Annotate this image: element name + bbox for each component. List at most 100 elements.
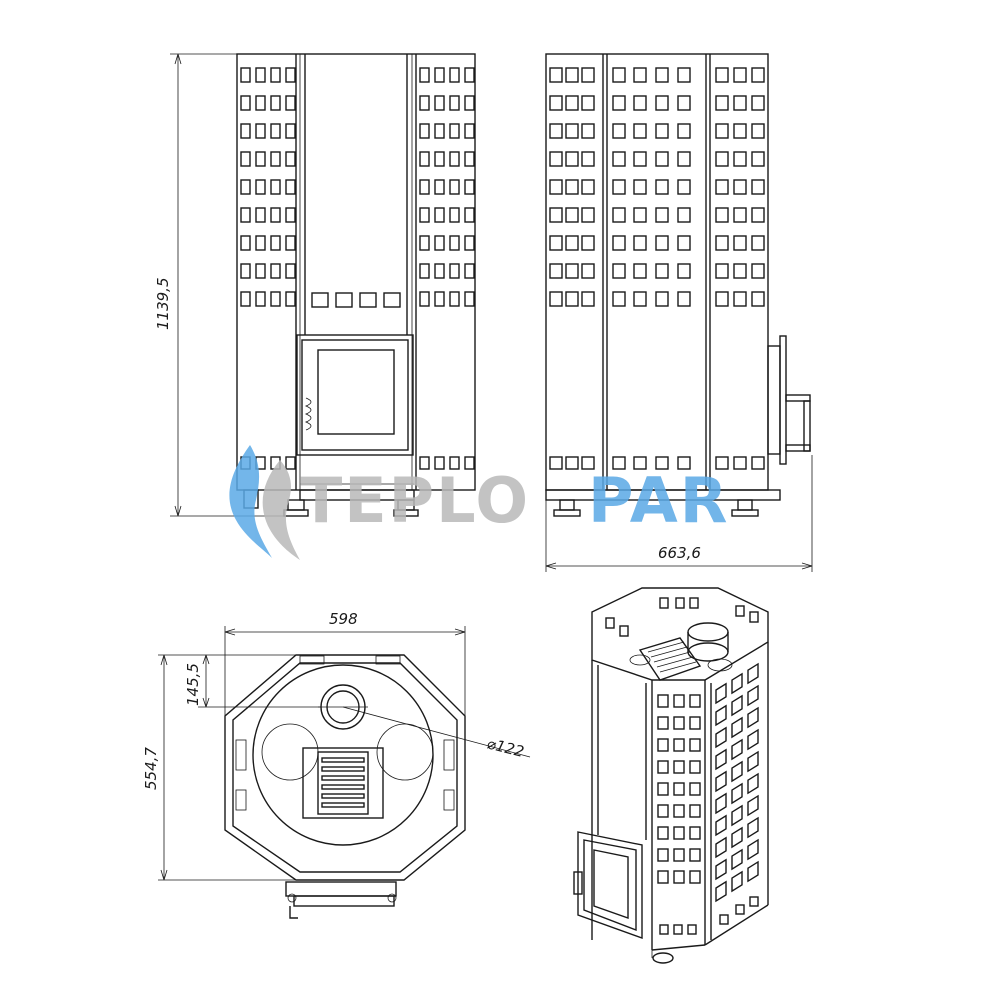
vent-hole [747,662,759,685]
vent-hole [565,207,579,223]
vent-hole [677,456,691,470]
vent-hole [677,291,691,307]
vent-hole [715,123,729,139]
vent-hole [240,151,251,167]
grate-slat [321,766,365,772]
top-view-bolts [235,655,455,811]
vent-hole [751,67,765,83]
vent-hole [657,870,669,884]
vent-hole [255,235,266,251]
vent-hole [715,704,727,727]
vent-hole [285,263,296,279]
vent-hole [751,263,765,279]
watermark-text-par: PAR [588,464,729,537]
plan-depth-dimension: 554,7 [142,654,296,881]
flue-diameter-label: ⌀122 [485,734,526,761]
vent-hole [735,605,745,617]
flame-logo [229,445,300,560]
vent-hole [633,123,647,139]
vent-hole [731,848,743,871]
vent-hole [715,748,727,771]
vent-hole [657,804,669,818]
vent-hole [240,123,251,139]
vent-hole [731,716,743,739]
vent-hole [464,291,475,307]
vent-hole [655,151,669,167]
vent-hole [449,235,460,251]
vent-hole [655,179,669,195]
vent-hole [419,263,430,279]
front-vent-holes-left [240,67,296,470]
grate-slat [321,802,365,808]
vent-hole [285,123,296,139]
vent-hole [581,179,595,195]
vent-hole [689,738,701,752]
vent-hole [689,804,701,818]
vent-hole [419,207,430,223]
vent-hole [240,67,251,83]
vent-hole [633,179,647,195]
vent-hole [419,151,430,167]
vent-hole [240,291,251,307]
grate-slat [321,757,365,763]
vent-hole [464,151,475,167]
vent-hole [689,760,701,774]
vent-hole [633,291,647,307]
vent-hole [715,95,729,111]
vent-hole [419,179,430,195]
vent-hole [673,924,683,935]
vent-hole [731,672,743,695]
vent-hole [285,179,296,195]
door-handle [767,335,811,465]
vent-hole [731,804,743,827]
vent-hole [715,836,727,859]
vent-hole [749,611,759,623]
vent-hole [464,179,475,195]
vent-hole [733,456,747,470]
vent-hole [612,179,626,195]
vent-hole [715,456,729,470]
vent-hole [434,291,445,307]
vent-hole [715,291,729,307]
watermark-text-teplo: TEPLO [300,464,530,537]
vent-hole [434,95,445,111]
vent-hole [240,263,251,279]
vent-hole [715,770,727,793]
vent-hole [464,95,475,111]
vent-hole [673,738,685,752]
vent-hole [612,456,626,470]
front-vent-holes-center [311,292,401,308]
vent-hole [434,207,445,223]
vent-hole [633,263,647,279]
flue-offset-dimension: 145,5 [184,654,321,708]
vent-hole [689,716,701,730]
vent-hole [434,179,445,195]
vent-hole [655,291,669,307]
vent-hole [655,207,669,223]
vent-hole [285,456,296,470]
vent-hole [689,826,701,840]
vent-hole [419,95,430,111]
vent-hole [673,760,685,774]
vent-hole [747,684,759,707]
vent-hole [581,123,595,139]
vent-hole [715,682,727,705]
vent-hole [751,291,765,307]
vent-hole [715,263,729,279]
vent-hole [731,738,743,761]
vent-hole [747,772,759,795]
vent-hole [677,123,691,139]
vent-hole [285,207,296,223]
vent-hole [733,263,747,279]
vent-hole [655,456,669,470]
flue-diameter-dimension: ⌀122 [342,706,531,761]
vent-hole [633,235,647,251]
vent-hole [675,597,685,609]
vent-hole [689,694,701,708]
vent-hole [464,263,475,279]
vent-hole [677,151,691,167]
grate-slat [321,784,365,790]
vent-hole [715,792,727,815]
front-vent-holes-right [419,67,475,470]
depth-dimension-label: 663,6 [658,544,701,562]
